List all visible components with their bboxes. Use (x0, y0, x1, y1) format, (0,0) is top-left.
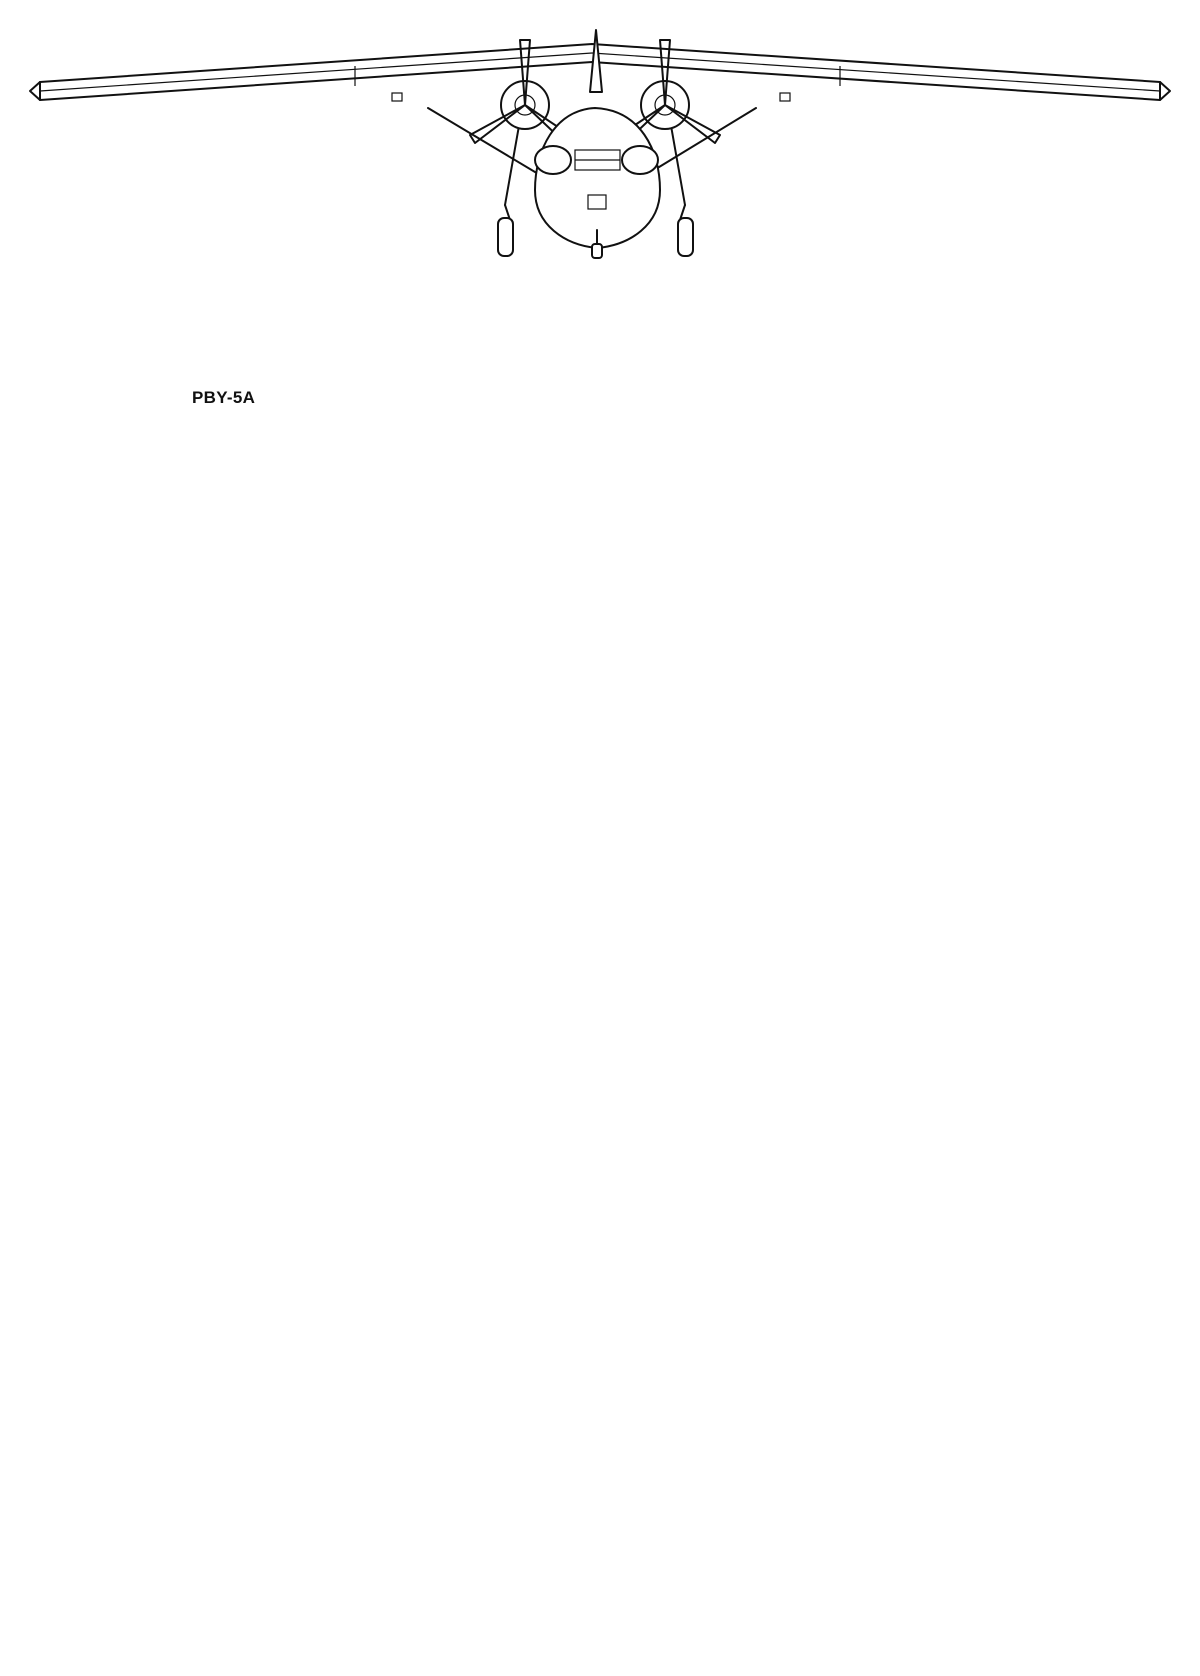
front-view (29, 29, 1171, 259)
model-label: PBY-5A (192, 388, 256, 407)
